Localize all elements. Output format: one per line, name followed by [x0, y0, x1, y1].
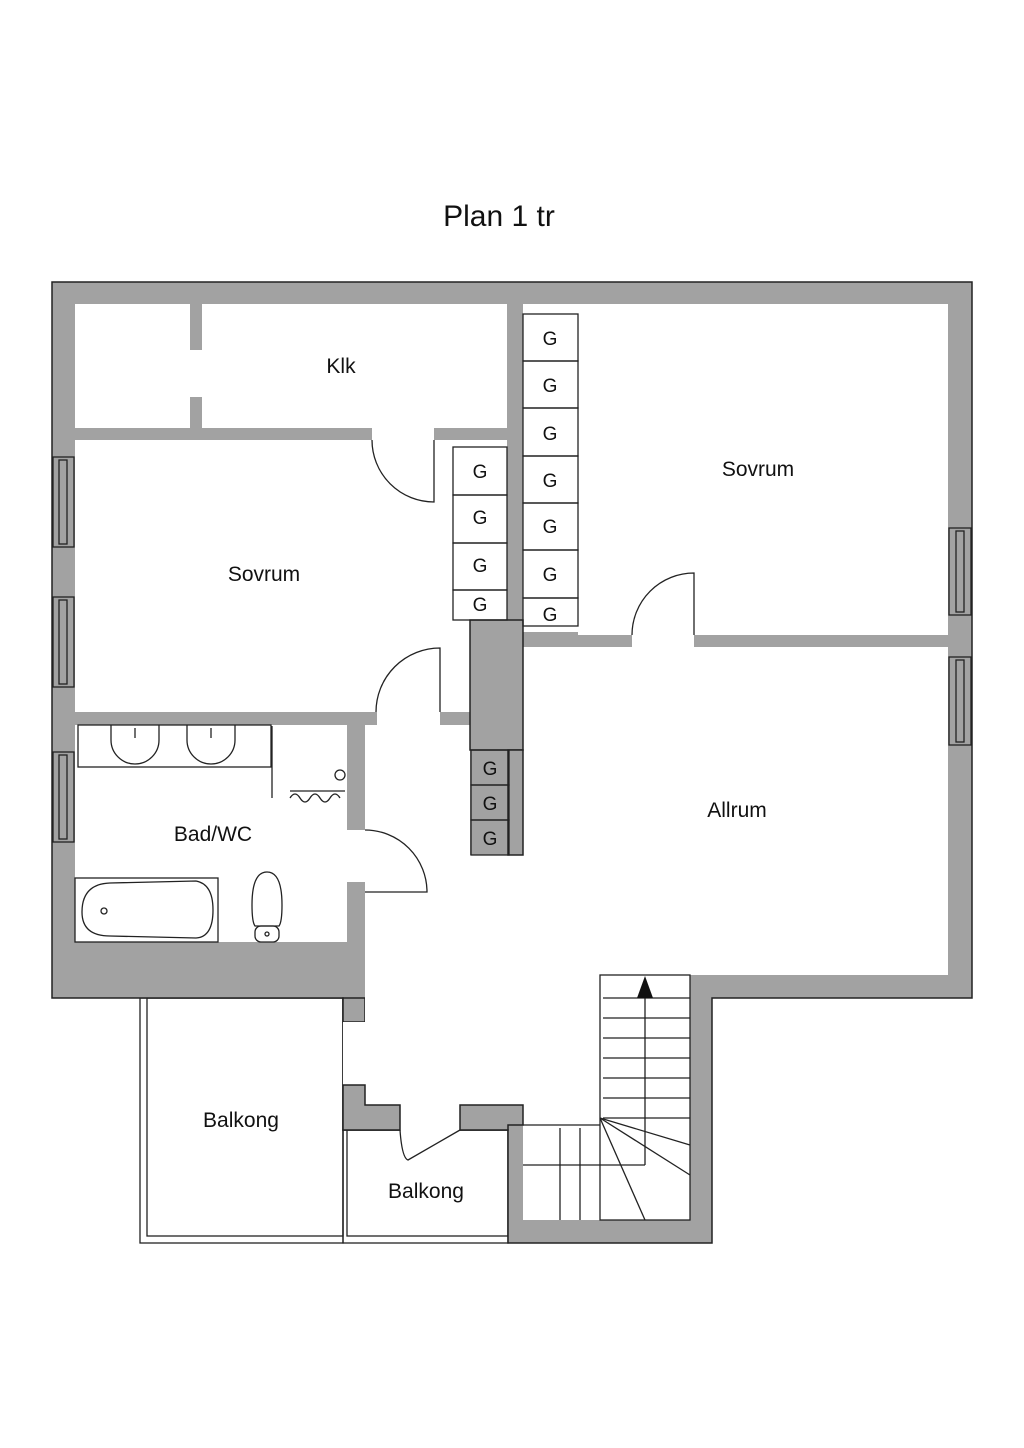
wardrobe-label: G — [543, 565, 558, 586]
room-label-balkong-left: Balkong — [203, 1109, 279, 1132]
plan-title: Plan 1 tr — [443, 200, 555, 233]
wardrobes-right: G G G G G G G — [522, 313, 579, 627]
wardrobe-label: G — [473, 556, 488, 577]
room-label-sovrum-left: Sovrum — [228, 563, 300, 586]
wardrobe-label: G — [543, 471, 558, 492]
wardrobe-label: G — [543, 376, 558, 397]
doors — [364, 439, 695, 1161]
wardrobe-label: G — [483, 759, 498, 780]
bathtub — [74, 877, 219, 943]
wardrobe-label: G — [483, 794, 498, 815]
wardrobe-label: G — [483, 829, 498, 850]
room-label-balkong-small: Balkong — [388, 1180, 464, 1203]
wardrobes-left: G G G G — [452, 446, 508, 621]
wall-segment — [342, 997, 366, 1023]
rooms — [75, 304, 948, 1220]
wall-segment — [469, 619, 524, 751]
wardrobes-hall: G G G — [470, 749, 510, 856]
wardrobe-label: G — [473, 462, 488, 483]
wardrobe-label: G — [543, 329, 558, 350]
wardrobe-label: G — [543, 424, 558, 445]
wardrobe-label: G — [473, 595, 488, 616]
room-label-klk: Klk — [326, 355, 356, 378]
room-label-allrum: Allrum — [707, 799, 767, 822]
wardrobe-label: G — [543, 517, 558, 538]
staircase — [523, 974, 691, 1221]
wall-segment — [342, 1084, 401, 1131]
wall-segment — [507, 749, 524, 856]
room-label-sovrum-right: Sovrum — [722, 458, 794, 481]
toilet — [251, 871, 283, 943]
windows — [52, 456, 972, 843]
stair-direction-arrow-icon — [637, 976, 653, 998]
room-label-bad: Bad/WC — [174, 823, 252, 846]
wardrobe-label: G — [473, 508, 488, 529]
sinks — [77, 724, 272, 768]
wardrobe-label: G — [543, 605, 558, 626]
shower — [271, 726, 346, 803]
